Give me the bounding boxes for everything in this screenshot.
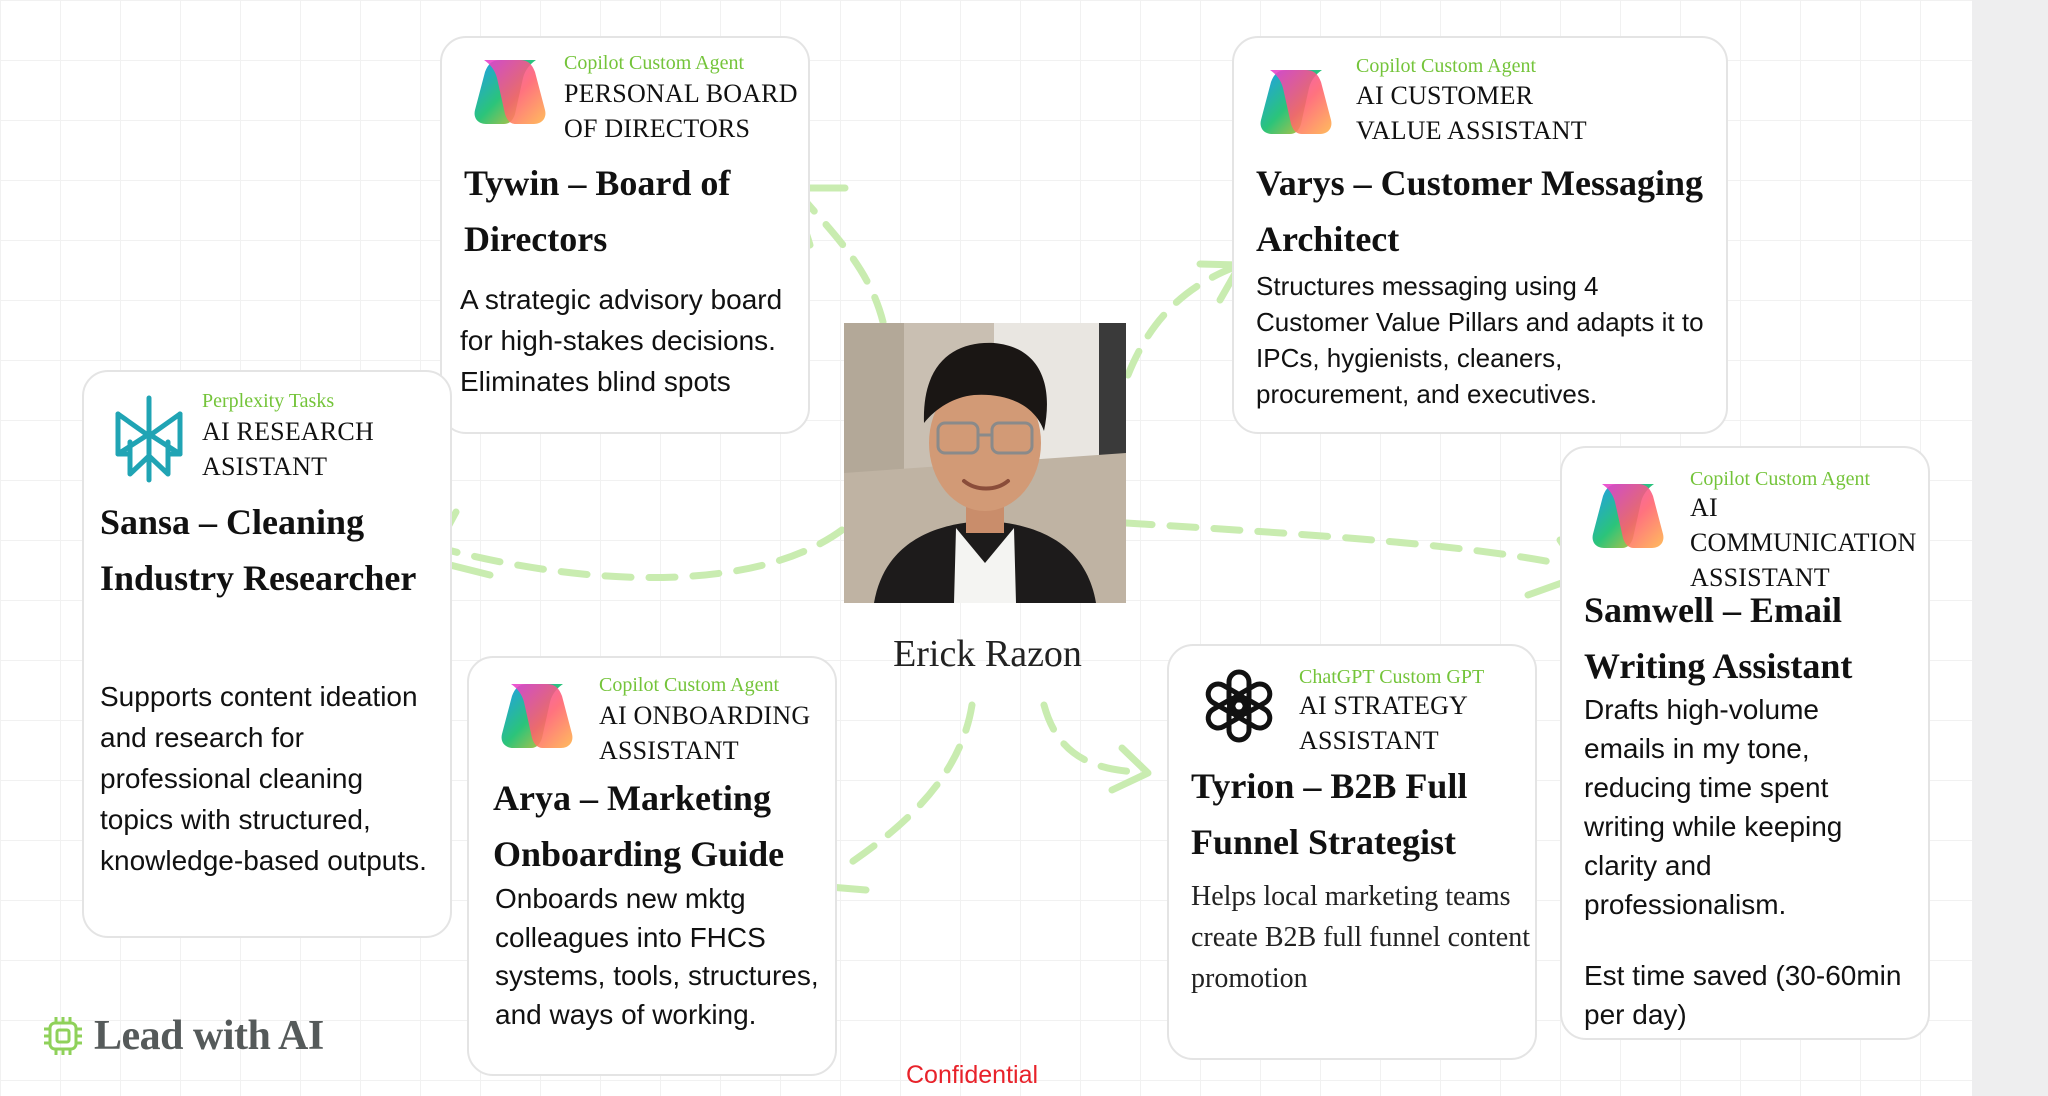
- card-samwell: Copilot Custom Agent AI COMMUNICATION AS…: [1560, 446, 1930, 1040]
- confidential-label: Confidential: [906, 1061, 1039, 1089]
- card-tyrion: ChatGPT Custom GPT AI STRATEGY ASSISTANT…: [1167, 644, 1537, 1060]
- card-description: Helps local marketing teams create B2B f…: [1191, 881, 1530, 994]
- card-tag: Perplexity Tasks: [202, 390, 335, 412]
- card-tywin: Copilot Custom Agent PERSONAL BOARD OF D…: [440, 36, 810, 434]
- chip-icon: [44, 1017, 82, 1055]
- brand-text: Lead with AI: [94, 1013, 324, 1059]
- profile-photo: [844, 323, 1126, 603]
- card-tag: Copilot Custom Agent: [599, 674, 780, 696]
- card-sansa: Perplexity Tasks AI RESEARCH ASISTANT Sa…: [82, 370, 452, 938]
- card-role: AI CUSTOMER VALUE ASSISTANT: [1356, 81, 1587, 145]
- card-note: Est time saved (30-60min per day): [1584, 960, 1902, 1030]
- card-title: Samwell – Email Writing Assistant: [1584, 590, 1853, 686]
- arrowhead-tyrion: [1108, 744, 1152, 794]
- arrow-to-samwell: [1122, 519, 1584, 572]
- perplexity-icon: [115, 395, 183, 483]
- copilot-icon: [474, 60, 546, 124]
- card-tag: Copilot Custom Agent: [1690, 468, 1871, 490]
- card-description: Onboards new mktg colleagues into FHCS s…: [495, 883, 819, 1030]
- arrow-to-tywin: [796, 191, 887, 326]
- card-role: PERSONAL BOARD OF DIRECTORS: [564, 79, 798, 143]
- card-title: Sansa – Cleaning Industry Researcher: [100, 502, 417, 598]
- card-description: Supports content ideation and research f…: [100, 681, 427, 876]
- card-role: AI COMMUNICATION ASSISTANT: [1690, 493, 1917, 592]
- card-title: Tywin – Board of Directors: [464, 163, 731, 259]
- arrow-to-tyrion: [1040, 701, 1144, 776]
- person-portrait-illustration: [844, 323, 1126, 603]
- arrow-to-varys: [1124, 261, 1244, 379]
- card-title: Tyrion – B2B Full Funnel Strategist: [1191, 766, 1468, 862]
- card-description: Drafts high-volume emails in my tone, re…: [1584, 694, 1843, 920]
- card-title: Arya – Marketing Onboarding Guide: [493, 778, 785, 874]
- card-tag: ChatGPT Custom GPT: [1299, 666, 1485, 688]
- card-tag: Copilot Custom Agent: [1356, 55, 1537, 77]
- card-tag: Copilot Custom Agent: [564, 52, 745, 74]
- card-role: AI STRATEGY ASSISTANT: [1299, 691, 1469, 755]
- copilot-icon: [1592, 484, 1664, 548]
- card-description: Structures messaging using 4 Customer Va…: [1256, 271, 1704, 409]
- copilot-icon: [501, 684, 573, 748]
- card-role: AI ONBOARDING ASSISTANT: [599, 701, 811, 765]
- right-margin-strip: [1972, 0, 2048, 1096]
- openai-icon: [1205, 669, 1273, 743]
- card-description: A strategic advisory board for high-stak…: [460, 284, 783, 397]
- card-varys: Copilot Custom Agent AI CUSTOMER VALUE A…: [1232, 36, 1728, 434]
- person-name: Erick Razon: [893, 633, 1082, 675]
- copilot-icon: [1260, 70, 1332, 134]
- card-title: Varys – Customer Messaging Architect: [1256, 163, 1703, 259]
- arrow-to-sansa: [436, 526, 846, 581]
- card-role: AI RESEARCH ASISTANT: [202, 417, 374, 481]
- arrow-to-arya: [836, 701, 976, 874]
- brand-logo: Lead with AI: [42, 1012, 324, 1060]
- card-arya: Copilot Custom Agent AI ONBOARDING ASSIS…: [467, 656, 837, 1076]
